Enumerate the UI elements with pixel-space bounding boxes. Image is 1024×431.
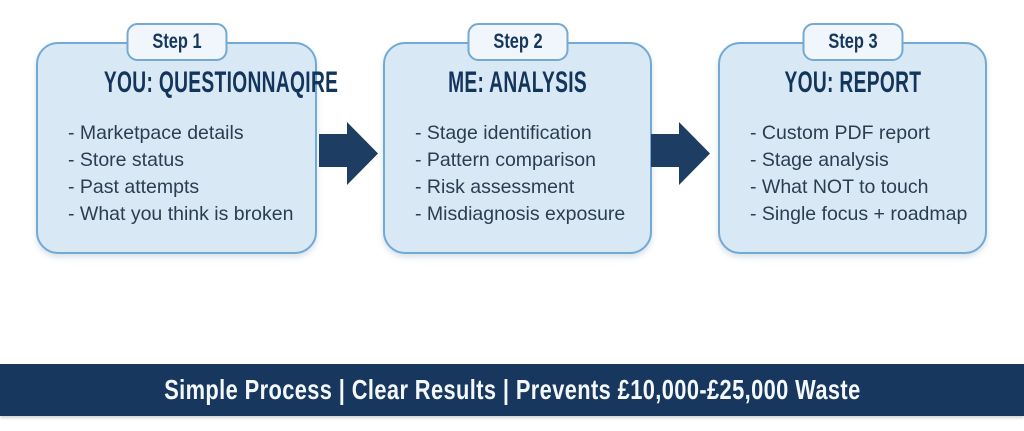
step-1-item: - Marketpace details	[68, 122, 244, 144]
step-badge-1: Step 1	[125, 23, 228, 61]
arrow-right-icon	[651, 122, 710, 185]
step-1-item-list: - Marketpace details - Store status - Pa…	[68, 120, 305, 228]
step-2-item: - Stage identification	[415, 122, 592, 144]
step-3-item: - Custom PDF report	[750, 122, 930, 144]
step-3-title: YOU: REPORT	[720, 66, 985, 102]
step-3-item: - What NOT to touch	[750, 176, 929, 198]
footer-banner: Simple Process | Clear Results | Prevent…	[0, 364, 1024, 416]
step-3-item: - Single focus + roadmap	[750, 203, 968, 225]
step-3-title-text: YOU: REPORT	[784, 66, 921, 99]
step-1-item: - Store status	[68, 149, 184, 171]
step-2-item: - Misdiagnosis exposure	[415, 203, 626, 225]
step-2-item: - Pattern comparison	[415, 149, 596, 171]
footer-banner-text: Simple Process | Clear Results | Prevent…	[163, 374, 861, 405]
step-badge-2-label: Step 2	[492, 30, 543, 53]
step-box-2: Step 2 ME: ANALYSIS - Stage identificati…	[383, 23, 652, 254]
step-2-title: ME: ANALYSIS	[385, 66, 650, 102]
step-badge-3-label: Step 3	[827, 30, 878, 53]
step-2-title-text: ME: ANALYSIS	[448, 66, 587, 99]
arrow-right-icon	[319, 122, 378, 185]
step-3-item-list: - Custom PDF report - Stage analysis - W…	[750, 120, 975, 228]
step-2-item: - Risk assessment	[415, 176, 575, 198]
step-badge-3: Step 3	[801, 23, 904, 61]
step-1-item: - What you think is broken	[68, 203, 294, 225]
step-1-title-text: YOU: QUESTIONNAQIRE	[103, 66, 339, 99]
step-1-item: - Past attempts	[68, 176, 200, 198]
step-box-3: Step 3 YOU: REPORT - Custom PDF report -…	[718, 23, 987, 254]
step-badge-1-label: Step 1	[151, 30, 202, 53]
step-1-title: YOU: QUESTIONNAQIRE	[38, 66, 338, 102]
step-badge-2: Step 2	[466, 23, 569, 61]
step-3-item: - Stage analysis	[750, 149, 889, 171]
step-box-1: Step 1 YOU: QUESTIONNAQIRE - Marketpace …	[36, 23, 338, 254]
step-2-item-list: - Stage identification - Pattern compari…	[415, 120, 640, 228]
